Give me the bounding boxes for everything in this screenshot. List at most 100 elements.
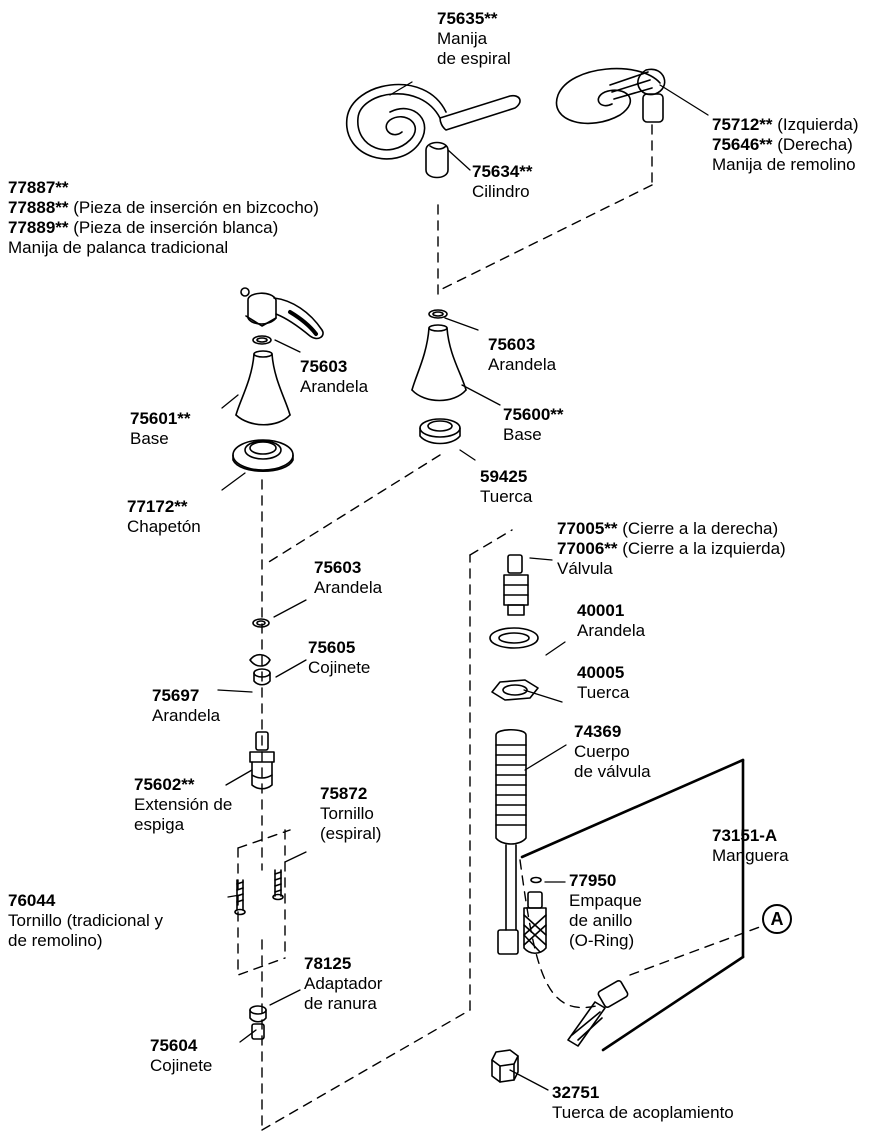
label-59425: 59425 Tuerca bbox=[480, 467, 532, 507]
part-note: (Cierre a la derecha) bbox=[617, 519, 779, 538]
label-75712: 75712** (Izquierda) 75646** (Derecha) Ma… bbox=[712, 115, 859, 175]
escutcheon-77172 bbox=[232, 439, 294, 472]
washer-40001 bbox=[489, 627, 539, 649]
part-desc: Tuerca bbox=[577, 683, 630, 702]
part-number: 75601** bbox=[130, 409, 191, 428]
part-number: 78125 bbox=[304, 954, 352, 973]
nut-59425 bbox=[419, 418, 461, 445]
part-number: 75634** bbox=[472, 162, 533, 181]
label-75605: 75605 Cojinete bbox=[308, 638, 370, 678]
part-number: 40005 bbox=[577, 663, 625, 682]
part-desc: espiga bbox=[134, 815, 185, 834]
part-number: 75600** bbox=[503, 405, 564, 424]
part-desc: (O-Ring) bbox=[569, 931, 635, 950]
part-number: 75603 bbox=[314, 558, 362, 577]
part-number: 75603 bbox=[488, 335, 536, 354]
part-desc: Base bbox=[130, 429, 169, 448]
label-77172: 77172** Chapetón bbox=[127, 497, 201, 537]
label-40001: 40001 Arandela bbox=[577, 601, 645, 641]
part-number: 77889** bbox=[8, 218, 69, 237]
valve-77005 bbox=[503, 554, 529, 616]
assembly-centerlines bbox=[237, 124, 766, 1131]
part-desc: Tuerca de acoplamiento bbox=[552, 1103, 734, 1122]
part-number: 77888** bbox=[8, 198, 69, 217]
part-number: 75872 bbox=[320, 784, 368, 803]
part-number: 40001 bbox=[577, 601, 625, 620]
cylinder-75634 bbox=[425, 141, 449, 179]
leader-lines bbox=[217, 81, 709, 1091]
part-desc: Manija de remolino bbox=[712, 155, 856, 174]
label-75600: 75600** Base bbox=[503, 405, 564, 445]
washer-75603-c bbox=[252, 618, 270, 628]
part-number: 75646** bbox=[712, 135, 773, 154]
part-desc: Arandela bbox=[300, 377, 369, 396]
label-74369: 74369 Cuerpo de válvula bbox=[574, 722, 651, 782]
label-78125: 78125 Adaptador de ranura bbox=[304, 954, 382, 1014]
part-desc: Manija bbox=[437, 29, 488, 48]
label-77005: 77005** (Cierre a la derecha) 77006** (C… bbox=[557, 519, 786, 579]
label-75697: 75697 Arandela bbox=[152, 686, 220, 726]
part-desc: Arandela bbox=[152, 706, 221, 725]
part-desc: Extensión de bbox=[134, 795, 233, 814]
label-76044: 76044 Tornillo (tradicional y de remolin… bbox=[8, 891, 163, 951]
part-desc: Válvula bbox=[557, 559, 613, 578]
part-desc: de ranura bbox=[304, 994, 377, 1013]
base-75600 bbox=[411, 324, 467, 402]
part-note: (Cierre a la izquierda) bbox=[617, 539, 786, 558]
part-desc: Adaptador bbox=[304, 974, 383, 993]
washer-75603-a bbox=[252, 335, 272, 345]
part-number: 77005** bbox=[557, 519, 618, 538]
part-desc: Arandela bbox=[314, 578, 383, 597]
part-desc: Manija de palanca tradicional bbox=[8, 238, 229, 257]
spiral-handle-75635 bbox=[346, 83, 521, 160]
label-75603-b: 75603 Arandela bbox=[488, 335, 556, 375]
part-number: 77887** bbox=[8, 178, 69, 197]
part-number: 75602** bbox=[134, 775, 195, 794]
label-75604: 75604 Cojinete bbox=[150, 1036, 212, 1076]
callout-a-circle: A bbox=[762, 904, 792, 934]
part-desc: Tuerca bbox=[480, 487, 533, 506]
part-desc: de espiral bbox=[437, 49, 511, 68]
bearing-75605 bbox=[253, 668, 271, 686]
part-number: 75635** bbox=[437, 9, 498, 28]
label-75635: 75635** Manija de espiral bbox=[437, 9, 511, 69]
part-note: (Pieza de inserción en bizcocho) bbox=[68, 198, 319, 217]
part-number: 77950 bbox=[569, 871, 617, 890]
part-desc: Empaque bbox=[569, 891, 642, 910]
part-desc: Tornillo (tradicional y bbox=[8, 911, 163, 930]
bearing-75604 bbox=[249, 1005, 267, 1023]
part-desc: Cojinete bbox=[150, 1056, 213, 1075]
part-note: (Derecha) bbox=[772, 135, 853, 154]
hose-bracket bbox=[520, 758, 745, 1052]
part-desc: de válvula bbox=[574, 762, 651, 781]
part-note: (Pieza de inserción blanca) bbox=[68, 218, 279, 237]
part-desc: Chapetón bbox=[127, 517, 201, 536]
o-ring-77950 bbox=[530, 876, 542, 884]
part-desc: (espiral) bbox=[320, 824, 382, 843]
hose-73151-a bbox=[523, 891, 629, 1047]
part-desc: Cuerpo bbox=[574, 742, 630, 761]
lever-handle-77887 bbox=[240, 287, 324, 340]
slot-adapter-78125 bbox=[251, 1023, 265, 1040]
nut-40005 bbox=[491, 679, 539, 701]
label-75603-a: 75603 Arandela bbox=[300, 357, 368, 397]
part-desc: Cilindro bbox=[472, 182, 530, 201]
valve-body-74369 bbox=[495, 728, 527, 955]
base-75601 bbox=[235, 350, 291, 426]
label-40005: 40005 Tuerca bbox=[577, 663, 629, 703]
part-desc: Arandela bbox=[577, 621, 646, 640]
label-75603-c: 75603 Arandela bbox=[314, 558, 382, 598]
part-number: 73151-A bbox=[712, 826, 778, 845]
part-number: 76044 bbox=[8, 891, 56, 910]
part-number: 75603 bbox=[300, 357, 348, 376]
scroll-handle-75712 bbox=[555, 67, 666, 125]
label-75601: 75601** Base bbox=[130, 409, 191, 449]
label-77950: 77950 Empaque de anillo (O-Ring) bbox=[569, 871, 642, 951]
label-32751: 32751 Tuerca de acoplamiento bbox=[552, 1083, 734, 1123]
part-desc: Manguera bbox=[712, 846, 789, 865]
part-number: 75712** bbox=[712, 115, 773, 134]
label-77887: 77887** 77888** (Pieza de inserción en b… bbox=[8, 178, 319, 258]
washer-75603-b bbox=[428, 309, 448, 319]
